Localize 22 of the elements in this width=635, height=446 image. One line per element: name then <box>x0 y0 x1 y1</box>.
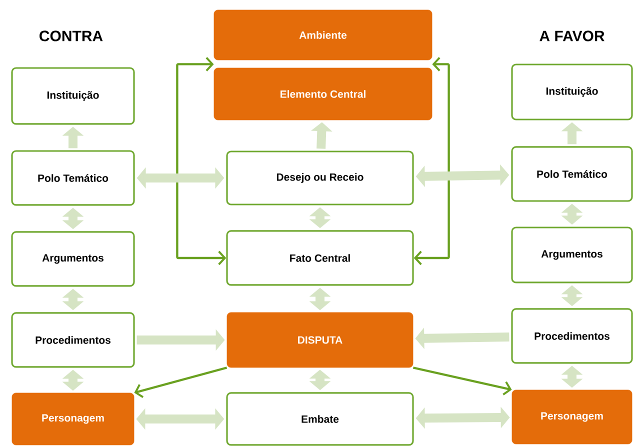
highlight-box: Personagem <box>12 392 134 446</box>
column-heading: CONTRA <box>40 30 103 42</box>
highlight-box: Ambiente <box>214 10 432 60</box>
highlight-box: Elemento Central <box>214 68 432 120</box>
process-box: Argumentos <box>511 226 633 284</box>
process-box: Instituição <box>511 64 633 120</box>
process-box: Desejo ou Receio <box>226 150 414 206</box>
arrow <box>134 366 228 398</box>
process-box: Polo Temático <box>511 146 633 202</box>
process-box: Polo Temático <box>11 150 135 206</box>
column-heading: A FAVOR <box>540 30 604 42</box>
arrow <box>412 366 512 396</box>
process-box: Fato Central <box>226 230 414 286</box>
arrow <box>414 57 450 266</box>
process-box: Argumentos <box>11 231 135 287</box>
arrow <box>176 57 226 266</box>
highlight-box: Personagem <box>512 390 632 444</box>
process-box: Procedimentos <box>11 312 135 368</box>
process-box: Procedimentos <box>511 308 633 364</box>
process-box: Instituição <box>11 67 135 125</box>
process-box: Embate <box>226 392 414 446</box>
highlight-box: DISPUTA <box>226 312 414 368</box>
